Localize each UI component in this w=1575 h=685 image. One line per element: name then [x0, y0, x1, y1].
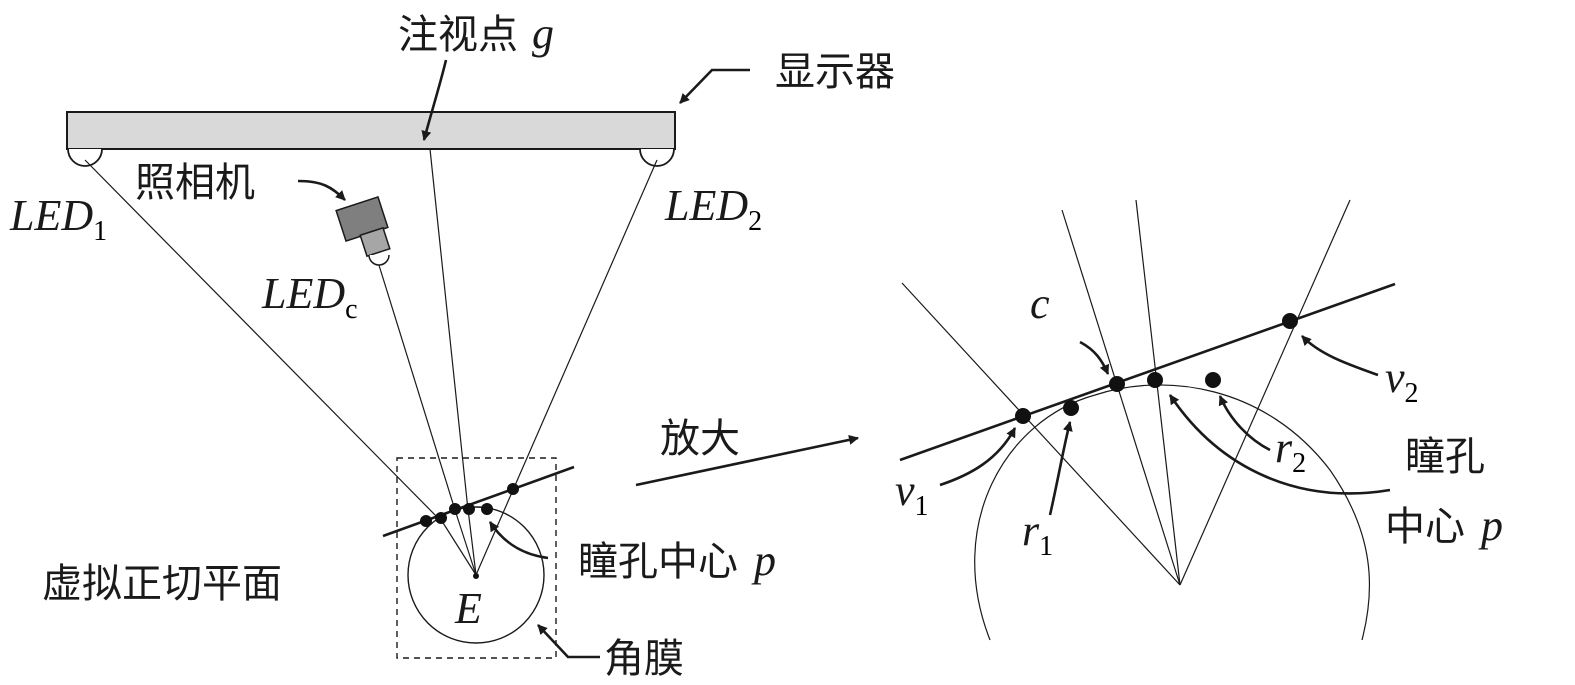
eye-center-label: E	[454, 584, 482, 633]
eye-center-point	[473, 573, 479, 579]
ray-magnified-pupil	[1135, 199, 1181, 586]
ray-led1	[84, 159, 441, 521]
point-v2-magnified	[1282, 313, 1298, 329]
cornea-arc-magnified	[974, 384, 1371, 641]
zoom-box	[396, 457, 557, 659]
ray-gaze	[429, 148, 469, 511]
point-r1-left	[435, 512, 447, 524]
ray-magnified-v2	[1179, 199, 1351, 586]
ray-magnified-v1	[901, 282, 1181, 586]
ray-eye-1	[439, 517, 477, 576]
label-r2: r2	[1275, 423, 1306, 479]
led1-label: LED1	[9, 191, 107, 247]
arrow-r2	[1218, 395, 1271, 452]
monitor-arrow	[679, 68, 750, 104]
monitor-label: 显示器	[775, 49, 895, 95]
pupil-label-line1: 瞳孔	[1405, 434, 1485, 480]
pupil-arrow-left	[488, 521, 549, 560]
point-r2-left	[481, 503, 493, 515]
camera-icon	[335, 196, 391, 266]
point-v2-left	[507, 483, 519, 495]
magnify-label: 放大	[660, 416, 740, 462]
point-pupil-magnified	[1147, 372, 1163, 388]
led1-icon	[67, 148, 103, 167]
ledc-label: LEDc	[261, 269, 358, 325]
point-r1-magnified	[1063, 400, 1079, 416]
cornea-circle	[407, 506, 545, 644]
led2-label: LED2	[664, 181, 762, 237]
arrow-c	[1079, 340, 1110, 375]
gaze-arrow	[421, 59, 448, 141]
virtual-tangent-plane-label: 虚拟正切平面	[42, 561, 282, 607]
label-r1: r1	[1022, 506, 1053, 562]
ray-eye-2	[454, 509, 477, 576]
label-c: c	[1030, 279, 1050, 328]
ray-led2	[512, 159, 658, 491]
point-pupil-left	[463, 503, 475, 515]
tangent-plane-line	[382, 465, 575, 538]
cornea-label: 角膜	[604, 636, 684, 682]
point-c-magnified	[1109, 376, 1125, 392]
led2-icon	[639, 148, 675, 167]
label-v2: v2	[1385, 353, 1419, 409]
ray-magnified-c	[1061, 209, 1181, 586]
point-v1-left	[420, 515, 432, 527]
ray-ledc	[377, 261, 456, 511]
tangent-plane-magnified	[899, 282, 1396, 462]
label-v1: v1	[895, 466, 929, 522]
point-c-left	[449, 503, 461, 515]
arrow-v2	[1301, 335, 1379, 377]
ray-eye-3	[467, 508, 477, 576]
arrow-pupil-magnified	[1168, 394, 1391, 495]
point-v1-magnified	[1015, 408, 1031, 424]
magnify-arrow	[635, 434, 859, 487]
arrow-v1	[939, 427, 1017, 487]
arrow-r1	[1048, 421, 1073, 516]
ray-eye-4	[475, 489, 514, 576]
point-r2-magnified	[1205, 372, 1221, 388]
camera-label: 照相机	[135, 160, 255, 206]
monitor-bar	[66, 111, 676, 150]
cornea-arrow	[537, 624, 600, 659]
camera-arrow	[297, 179, 346, 201]
